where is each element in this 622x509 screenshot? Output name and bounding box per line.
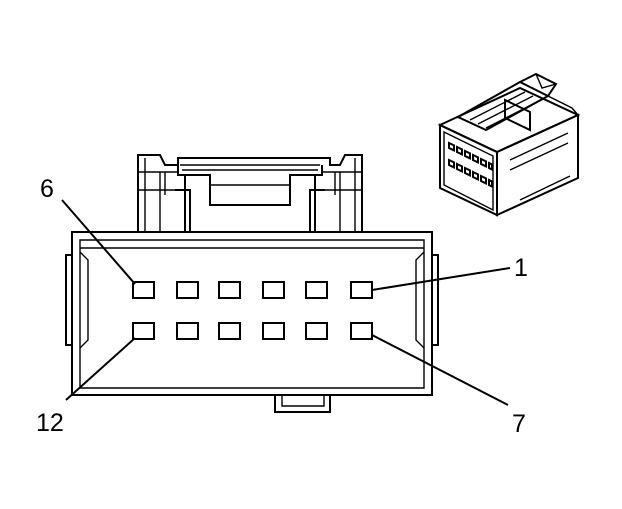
pin-cavity [262,322,285,340]
pin-label-1: 1 [514,254,528,282]
pin-cavity [176,281,199,299]
leader-line-7 [371,334,509,406]
pin-cavity [350,322,373,340]
connector-3d-view [437,72,581,217]
pin-cavity [305,281,328,299]
pin-cavity [218,281,241,299]
pin-cavity [132,322,155,340]
pin-cavity [262,281,285,299]
leader-lines [61,199,511,406]
pin-cavity [350,281,373,299]
pin-cavity [132,281,155,299]
pin-cavity [305,322,328,340]
leader-line-12 [65,337,136,401]
connector-face-view [65,154,439,413]
pin-row-bottom [132,322,373,340]
pin-cavity [218,322,241,340]
connector-3d-pin-cavities [448,141,493,189]
pin-label-6: 6 [40,175,54,203]
leader-line-6 [61,199,136,285]
pin-label-7: 7 [512,410,526,438]
leader-line-1 [371,267,511,291]
pin-row-top [132,281,373,299]
pin-cavity [176,322,199,340]
pin-label-12: 12 [36,409,64,437]
